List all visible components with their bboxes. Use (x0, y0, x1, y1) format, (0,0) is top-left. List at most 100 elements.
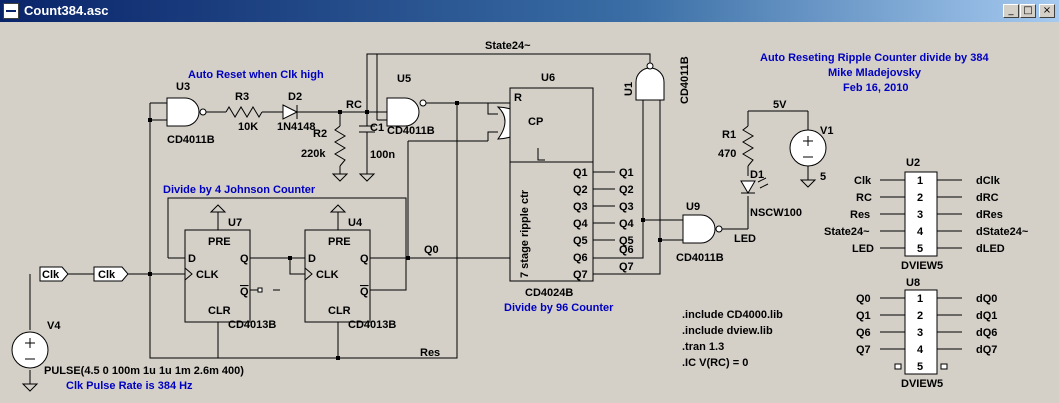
r3-resistor[interactable] (225, 106, 263, 118)
u6-q7: Q7 (573, 269, 588, 281)
q3-net: Q3 (619, 201, 634, 213)
junction-dots (148, 101, 662, 360)
u6-q2: Q2 (573, 184, 588, 196)
pulse-spec: PULSE(4.5 0 100m 1u 1u 1m 2.6m 400) (44, 365, 244, 377)
u8-in-2: Q1 (856, 310, 871, 322)
u8-out-3: dQ6 (976, 327, 997, 339)
u2-out-5: dLED (976, 243, 1005, 255)
directive-4: .IC V(RC) = 0 (682, 357, 748, 369)
u4-pre: PRE (328, 236, 351, 248)
u6-ref: U6 (541, 72, 555, 84)
r1-resistor[interactable] (742, 125, 754, 167)
u2-pin-1: 1 (917, 175, 923, 187)
u5-nand-gate (386, 97, 420, 127)
auto-reset-note: Auto Reset when Clk high (188, 69, 324, 81)
u2-out-4: dState24~ (976, 226, 1029, 238)
u6-pin-r: R (514, 92, 522, 104)
directive-1: .include CD4000.lib (682, 309, 783, 321)
q6-net: Q6 (619, 244, 634, 256)
state24-label: State24~ (485, 40, 531, 52)
u8-out-2: dQ1 (976, 310, 997, 322)
u4-flipflop[interactable] (304, 229, 371, 323)
v4-ref: V4 (47, 320, 61, 332)
clk-port-1[interactable] (39, 266, 69, 282)
v1-voltage-source[interactable] (789, 129, 827, 167)
u4-clk: CLK (316, 269, 339, 281)
logic-gates[interactable] (166, 62, 723, 244)
directive-2: .include dview.lib (682, 325, 773, 337)
r1-value: 470 (718, 148, 736, 160)
u3-ref: U3 (176, 81, 190, 93)
d1-ref: D1 (750, 169, 764, 181)
u2-part: DVIEW5 (901, 260, 943, 272)
q7-net: Q7 (619, 261, 634, 273)
d2-diode[interactable] (282, 104, 303, 120)
title-bar[interactable]: Count384.asc _ □ × (0, 0, 1059, 22)
u6-counter-box[interactable] (509, 87, 594, 282)
u7-flipflop[interactable] (184, 229, 251, 323)
v4-voltage-source[interactable] (11, 331, 49, 369)
u1-bubble (646, 62, 654, 70)
d2-value: 1N4148 (277, 121, 316, 133)
u6-q5: Q5 (573, 235, 588, 247)
schematic-icon[interactable] (3, 3, 19, 19)
u8-out-1: dQ0 (976, 293, 997, 305)
u6-part: CD4024B (525, 287, 573, 299)
u7-qbar: Q (240, 286, 249, 298)
clk-port-2[interactable] (93, 266, 129, 282)
u2-pin-3: 3 (917, 209, 923, 221)
schematic-drawing[interactable]: State24~ Auto Reset when Clk high Auto R… (4, 24, 1055, 401)
u8-pin-1: 1 (917, 293, 923, 305)
rc-net-label: RC (346, 99, 362, 111)
r2-resistor[interactable] (334, 125, 346, 167)
u2-in-1: Clk (854, 175, 872, 187)
u6-q4: Q4 (573, 218, 589, 230)
r2-value: 220k (301, 148, 326, 160)
c1-value: 100n (370, 149, 395, 161)
q2-net: Q2 (619, 184, 634, 196)
u8-in-4: Q7 (856, 344, 871, 356)
v5-label: 5V (773, 99, 787, 111)
u2-ref: U2 (906, 157, 920, 169)
r1-ref: R1 (722, 129, 736, 141)
u1-ref: U1 (623, 82, 635, 96)
clk-port-1-label: Clk (42, 269, 60, 281)
u6-pin-cp: CP (528, 116, 543, 128)
c1-capacitor[interactable] (359, 125, 375, 133)
header-title: Auto Reseting Ripple Counter divide by 3… (760, 52, 989, 64)
u9-ref: U9 (686, 201, 700, 213)
maximize-button[interactable]: □ (1020, 4, 1036, 18)
header-date: Feb 16, 2010 (843, 82, 908, 94)
d1-led[interactable] (740, 177, 769, 194)
r2-ref: R2 (313, 128, 327, 140)
minimize-button[interactable]: _ (1003, 4, 1019, 18)
q5-net: Q5 (619, 235, 634, 247)
u4-part: CD4013B (348, 319, 396, 331)
u2-pin-4: 4 (917, 226, 924, 238)
u4-d: D (308, 253, 316, 265)
u2-in-5: LED (852, 243, 874, 255)
u4-clock-triangle (304, 267, 313, 281)
u6-counter-inner (509, 161, 594, 282)
u2-dview-box[interactable] (904, 171, 938, 257)
u8-pin-3: 3 (917, 327, 923, 339)
schematic-canvas[interactable]: State24~ Auto Reset when Clk high Auto R… (4, 24, 1055, 401)
c1-ref: C1 (370, 122, 384, 134)
u4-qbar: Q (360, 286, 369, 298)
u9-bubble (715, 225, 723, 233)
u7-ref: U7 (228, 217, 242, 229)
u5-bubble (419, 99, 427, 107)
led-net-label: LED (734, 233, 756, 245)
u3-part: CD4011B (167, 134, 215, 146)
u8-nc-pin (894, 363, 902, 370)
v1-value: 5 (820, 171, 826, 183)
u7-clk: CLK (196, 269, 219, 281)
u8-dview-box[interactable] (904, 289, 938, 375)
u2-in-3: Res (850, 209, 870, 221)
u8-pin-5: 5 (917, 361, 923, 373)
u7-clock-triangle (184, 267, 193, 281)
q4-net: Q4 (619, 218, 635, 230)
u9-part: CD4011B (676, 252, 724, 264)
close-button[interactable]: × (1039, 4, 1055, 18)
u8-out-4: dQ7 (976, 344, 997, 356)
